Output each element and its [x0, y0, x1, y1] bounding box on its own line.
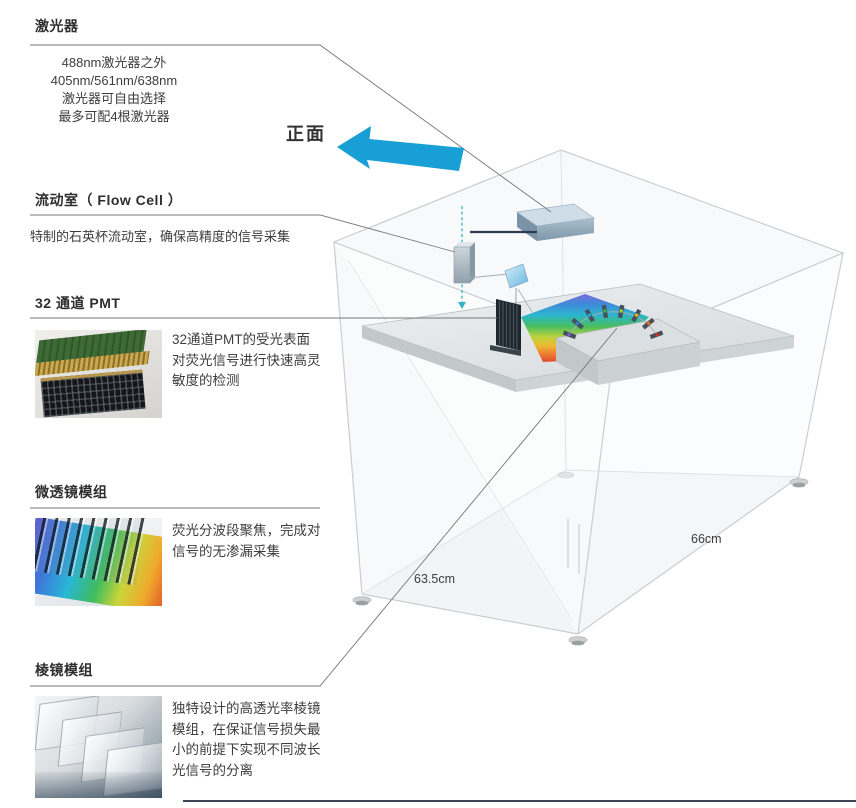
dimension-depth: 63.5cm: [414, 572, 455, 586]
text-line: 荧光分波段聚焦，完成对: [172, 523, 321, 538]
foot: [568, 636, 588, 646]
text-line: 敏度的检测: [172, 373, 240, 388]
text-line: 独特设计的高透光率棱镜: [172, 701, 321, 716]
text-line: 405nm/561nm/638nm: [50, 73, 178, 88]
flow-cell: [453, 206, 509, 309]
microlens-module-photo: [35, 518, 162, 606]
front-label: 正面: [286, 124, 326, 144]
laser-unit: [470, 203, 595, 241]
pmt-module-photo: [35, 330, 162, 418]
leader-lines: [30, 44, 618, 687]
text-line: 32通道PMT的受光表面: [172, 332, 311, 347]
detector-block: [40, 369, 146, 418]
pmt-array: [490, 299, 521, 356]
text-line: 激光器可自由选择: [61, 91, 166, 106]
front-arrow: [337, 126, 464, 171]
foot: [352, 596, 372, 606]
microlens-section-title: 微透镜模组: [35, 484, 108, 500]
pmt-section-title: 32 通道 PMT: [35, 295, 121, 311]
text-line: 信号的无渗漏采集: [172, 543, 280, 559]
laser-section-title: 激光器: [35, 18, 79, 34]
prism-leader: [30, 327, 618, 687]
prism-module-photo: [35, 696, 162, 798]
flow-cell-description: 特制的石英杯流动室，确保高精度的信号采集: [30, 228, 290, 246]
text-line: 488nm激光器之外: [61, 55, 167, 70]
text-line: 模组，在保证信号损失最: [172, 721, 321, 737]
photo-shadow: [35, 772, 162, 798]
mirror: [504, 263, 533, 313]
pmt-description: 32通道PMT的受光表面 对荧光信号进行快速高灵 敏度的检测: [172, 330, 321, 392]
text-line: 对荧光信号进行快速高灵: [172, 352, 321, 368]
flow-cell-section-title: 流动室（ Flow Cell ）: [35, 192, 183, 208]
text-line: 最多可配4根激光器: [58, 109, 170, 124]
dimension-width: 66cm: [691, 532, 722, 546]
prism-section-title: 棱镜模组: [35, 662, 93, 678]
footer-divider: [183, 800, 856, 802]
flow-cell-leader: [30, 214, 456, 253]
text-line: 特制的石英杯流动室，确保高精度的信号采集: [30, 229, 291, 244]
foot: [789, 478, 809, 488]
prism-description: 独特设计的高透光率棱镜 模组，在保证信号损失最 小的前提下实现不同波长 光信号的…: [172, 699, 321, 781]
laser-leader: [30, 44, 552, 213]
foot: [557, 471, 575, 479]
text-line: 光信号的分离: [172, 762, 253, 778]
text-line: 小的前提下实现不同波长: [172, 742, 321, 757]
prism-arc-assembly: [554, 304, 702, 385]
microlens-description: 荧光分波段聚焦，完成对 信号的无渗漏采集: [172, 521, 321, 562]
laser-description: 488nm激光器之外 405nm/561nm/638nm 激光器可自由选择 最多…: [28, 54, 200, 126]
